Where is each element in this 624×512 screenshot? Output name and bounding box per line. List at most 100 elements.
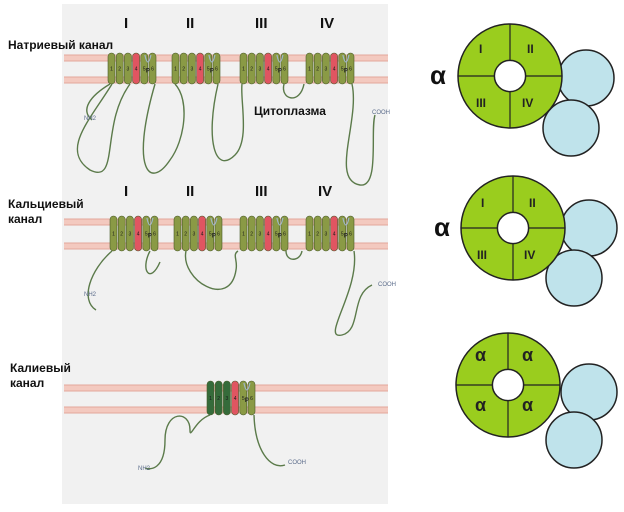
sodium-domain-1-cluster-helix-number: 4	[135, 67, 138, 73]
calcium-beta-subunit-2	[545, 249, 603, 307]
sodium-domain-2-cluster-pore-label: P	[210, 69, 214, 75]
sodium-domain-1-cluster-pore-loop	[144, 54, 152, 63]
sodium-channel-label: Натриевый канал	[8, 38, 114, 52]
calcium-domain-1-cluster-helix-s1	[109, 215, 118, 252]
sodium-domain-3-cluster-helix-s6	[280, 52, 289, 85]
calcium-domain-4-cluster-helix-s6	[346, 215, 355, 252]
sodium-membrane-band-1	[64, 55, 388, 61]
calcium-domain-3: III	[255, 183, 268, 200]
sodium-domain-3-cluster-helix-number: 3	[259, 67, 262, 73]
sodium-domain-1: I	[124, 15, 129, 32]
sodium-domain-3-cluster-helix-s1	[239, 52, 248, 85]
sodium-domain-4-cluster-helix-number: 4	[333, 67, 336, 73]
calcium-loop-2	[184, 250, 239, 290]
calcium-domain-4-cluster-helix-s3	[322, 215, 330, 252]
potassium-ring-sector-1: α	[475, 345, 487, 365]
calcium-domain-1-cluster-helix-number: 4	[137, 232, 140, 238]
calcium-domain-3-cluster-helix-number: 6	[283, 232, 286, 238]
sodium-domain-1-cluster-helix-s2	[115, 52, 124, 85]
sodium-domain-2-cluster-helix-s6	[212, 52, 221, 85]
potassium-subunit-ring-pore	[491, 368, 525, 402]
potassium-c-tail	[253, 414, 286, 467]
sodium-ring-sector-3: III	[476, 96, 487, 110]
sodium-domain-2-cluster-helix-s3	[188, 52, 196, 85]
calcium-alpha-label: α	[434, 212, 450, 242]
calcium-domain-4-cluster-helix-s2	[313, 215, 322, 252]
calcium-domain-4-cluster-helix-number: 5	[341, 232, 344, 238]
sodium-ring-sector-2: II	[527, 42, 534, 56]
potassium-c-terminus: COOH	[288, 460, 306, 466]
calcium-domain-4-cluster-helix-number: 3	[325, 232, 328, 238]
calcium-domain-2-cluster-helix-s3	[190, 215, 198, 252]
calcium-domain-2-cluster-pore-label: P	[212, 234, 216, 240]
calcium-domain-1-cluster-helix-s4	[134, 215, 142, 252]
calcium-domain-4-cluster-helix-number: 1	[308, 232, 311, 238]
calcium-domain-3-cluster-helix-number: 3	[259, 232, 262, 238]
calcium-domain-3-cluster-helix-number: 2	[250, 232, 253, 238]
sodium-domain-4-cluster-helix-number: 2	[316, 67, 319, 73]
sodium-c-tail	[345, 83, 376, 186]
calcium-domain-4: IV	[318, 183, 333, 200]
calcium-domain-4-cluster-helix-number: 4	[333, 232, 336, 238]
potassium-n-terminus: NH2	[138, 466, 151, 472]
potassium-n-tail	[144, 414, 211, 470]
sodium-domain-4-cluster-helix-number: 1	[308, 67, 311, 73]
calcium-domain-1-cluster-helix-number: 1	[112, 232, 115, 238]
calcium-domain-2-cluster-helix-number: 3	[193, 232, 196, 238]
calcium-ring-sector-1: I	[481, 196, 485, 210]
potassium-beta-subunit-1	[560, 363, 618, 421]
sodium-domain-1-cluster-helix-number: 2	[118, 67, 121, 73]
calcium-domain-2-cluster-helix-s5	[206, 215, 215, 252]
potassium-cluster-helix-s6	[247, 380, 256, 416]
calcium-domain-3-cluster-helix-s4	[264, 215, 272, 252]
calcium-domain-4-cluster-helix-s5	[338, 215, 347, 252]
sodium-domain-3-cluster-helix-s3	[256, 52, 264, 85]
sodium-domain-1-cluster-helix-number: 5	[143, 67, 146, 73]
calcium-domain-3-cluster-helix-s3	[256, 215, 264, 252]
potassium-cluster-helix-number: 5	[242, 396, 245, 402]
potassium-cluster-pore-label: P	[245, 398, 249, 404]
calcium-domain-1-cluster-helix-number: 3	[129, 232, 132, 238]
potassium-cluster-helix-s4	[231, 380, 239, 416]
sodium-subunit-ring-pore	[493, 59, 527, 93]
calcium-domain-4-cluster-helix-s1	[305, 215, 314, 252]
sodium-ring-sector-1: I	[479, 42, 483, 56]
calcium-domain-4-cluster-pore-label: P	[344, 234, 348, 240]
sodium-loop-4	[282, 83, 305, 99]
calcium-n-terminus: NH2	[84, 292, 97, 298]
diagram-background	[62, 4, 388, 504]
potassium-cluster-helix-s3	[223, 380, 231, 416]
sodium-domain-4-cluster-helix-s6	[346, 52, 355, 85]
calcium-domain-1-cluster-helix-s3	[126, 215, 134, 252]
calcium-domain-1-cluster-pore-loop	[146, 217, 154, 226]
calcium-membrane-band-2	[64, 243, 388, 249]
sodium-domain-3-cluster-helix-number: 2	[250, 67, 253, 73]
calcium-subunit-ring	[460, 175, 566, 281]
sodium-domain-3-cluster-helix-s4	[264, 52, 272, 85]
sodium-domain-3-cluster-pore-label: P	[278, 69, 282, 75]
sodium-domain-2-cluster-helix-s4	[196, 52, 204, 85]
sodium-domain-4: IV	[320, 15, 335, 32]
sodium-domain-2: II	[186, 15, 195, 32]
calcium-loop-3	[285, 250, 303, 260]
calcium-ring-sector-2: II	[529, 196, 536, 210]
potassium-beta-subunit-2	[545, 411, 603, 469]
calcium-domain-1-cluster-helix-number: 2	[120, 232, 123, 238]
sodium-domain-1-cluster-helix-s6	[148, 52, 157, 85]
sodium-domain-2-cluster-helix-number: 2	[182, 67, 185, 73]
calcium-domain-2-cluster-helix-number: 6	[217, 232, 220, 238]
calcium-domain-4-cluster-helix-number: 2	[316, 232, 319, 238]
sodium-n-tail	[86, 83, 111, 121]
calcium-domain-2-cluster-helix-number: 5	[209, 232, 212, 238]
sodium-domain-2-cluster-helix-number: 3	[191, 67, 194, 73]
sodium-domain-1-cluster-helix-number: 3	[127, 67, 130, 73]
sodium-loop-1	[76, 83, 131, 173]
calcium-domain-3-cluster-helix-number: 4	[267, 232, 270, 238]
potassium-cluster-helix-number: 4	[234, 396, 237, 402]
sodium-n-terminus: NH2	[84, 116, 97, 122]
